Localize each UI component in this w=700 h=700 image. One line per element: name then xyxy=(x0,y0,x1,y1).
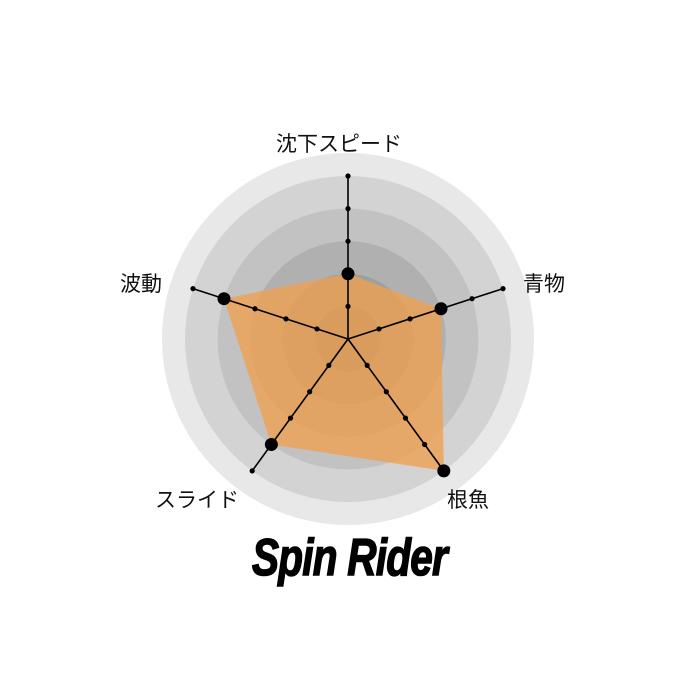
axis-tick-2-4 xyxy=(422,441,428,448)
axis-tick-3-3 xyxy=(287,415,294,421)
axis-tick-3-5 xyxy=(249,468,255,474)
axis-tick-4-2 xyxy=(283,316,289,322)
data-point-3 xyxy=(264,437,278,451)
data-point-4 xyxy=(217,292,231,306)
axis-tick-4-1 xyxy=(314,326,320,332)
axis-tick-4-3 xyxy=(252,306,258,312)
axis-line-2 xyxy=(347,338,445,472)
axis-tick-1-1 xyxy=(376,326,382,332)
axis-tick-2-2 xyxy=(383,389,389,395)
axis-tick-1-5 xyxy=(500,286,506,292)
axis-line-1 xyxy=(347,287,504,340)
data-point-1 xyxy=(434,302,448,316)
axis-label-sinking-speed: 沈下スピード xyxy=(276,132,402,156)
axis-label-negyo: 根魚 xyxy=(447,488,489,512)
axis-tick-0-1 xyxy=(345,303,351,309)
axis-tick-0-3 xyxy=(345,238,351,244)
brand-logo: Spin Rider xyxy=(251,528,448,588)
axis-tick-0-5 xyxy=(345,173,351,179)
axis-tick-0-4 xyxy=(345,206,351,212)
data-area xyxy=(223,273,444,471)
axis-tick-1-4 xyxy=(469,296,475,302)
axis-label-slide: スライド xyxy=(155,488,239,512)
axis-tick-3-1 xyxy=(326,362,332,368)
data-point-2 xyxy=(437,464,451,478)
axis-label-aomono: 青物 xyxy=(523,272,565,296)
data-point-0 xyxy=(341,267,355,281)
axis-tick-2-1 xyxy=(364,362,370,368)
axis-tick-2-3 xyxy=(402,415,409,421)
axis-tick-4-5 xyxy=(190,286,196,292)
axis-tick-1-2 xyxy=(407,316,413,322)
axis-label-wave: 波動 xyxy=(120,272,162,296)
axis-tick-3-2 xyxy=(307,389,313,395)
